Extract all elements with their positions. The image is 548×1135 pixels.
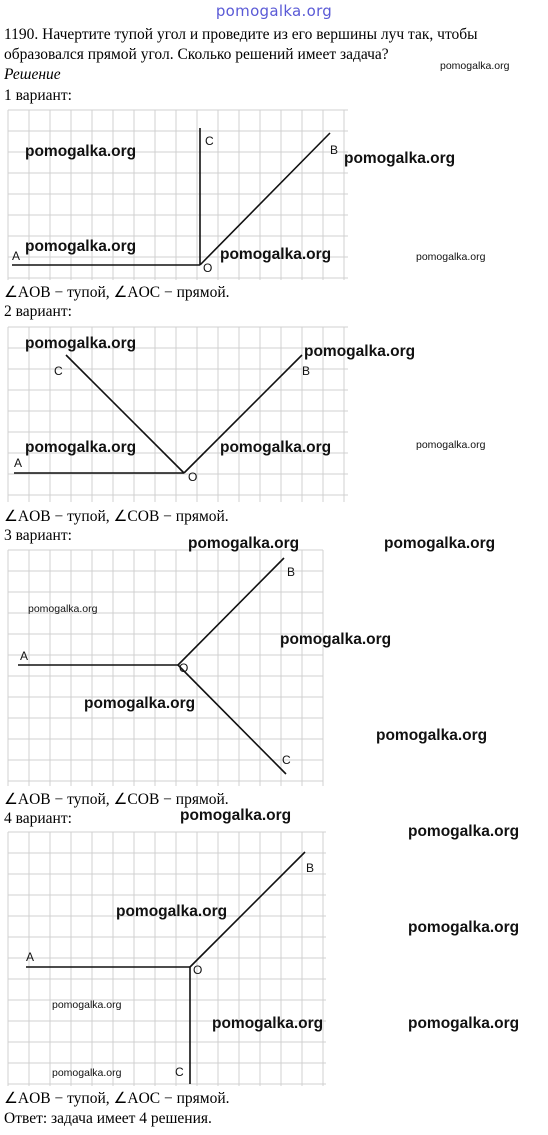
problem-text-line-1: 1190. Начертите тупой угол и проведите и… <box>4 26 478 43</box>
watermark: pomogalka.org <box>408 1015 520 1032</box>
watermark: pomogalka.org <box>25 335 137 352</box>
point-label-o: O <box>179 661 188 675</box>
point-label-o: O <box>193 963 202 977</box>
grid-lines <box>7 549 324 786</box>
grid-lines <box>7 109 348 280</box>
ray-oc <box>65 354 185 474</box>
watermark: pomogalka.org <box>440 60 510 72</box>
watermark: pomogalka.org <box>188 535 300 552</box>
watermark: pomogalka.org <box>180 807 292 824</box>
point-label-c: C <box>54 364 63 378</box>
point-label-a: A <box>12 249 20 263</box>
solution-label: Решение <box>4 66 61 83</box>
watermark: pomogalka.org <box>408 919 520 936</box>
answer-text: Ответ: задача имеет 4 решения. <box>4 1110 212 1127</box>
point-label-a: A <box>14 456 22 470</box>
variant-1-title: 1 вариант: <box>4 87 72 104</box>
variant-4-caption: ∠AOB − тупой, ∠AOC − прямой. <box>4 1090 230 1107</box>
watermark: pomogalka.org <box>416 439 486 451</box>
variant-1-figure: A O C B <box>7 109 348 280</box>
watermark: pomogalka.org <box>52 999 122 1011</box>
point-label-c: C <box>282 753 291 767</box>
watermark: pomogalka.org <box>344 150 456 167</box>
variant-4-figure: A O B C <box>7 831 326 1086</box>
point-label-a: A <box>20 649 28 663</box>
point-label-c: C <box>175 1065 184 1079</box>
point-label-b: B <box>330 143 338 157</box>
grid <box>8 327 348 502</box>
ray-oc <box>177 664 287 775</box>
watermark: pomogalka.org <box>25 143 137 160</box>
watermark: pomogalka.org <box>376 727 488 744</box>
watermark: pomogalka.org <box>416 251 486 263</box>
variant-2-figure: A O C B <box>7 326 348 502</box>
watermark: pomogalka.org <box>25 238 137 255</box>
grid-lines <box>7 831 326 1086</box>
ray-ob <box>177 557 285 666</box>
variant-2-title: 2 вариант: <box>4 303 72 320</box>
point-label-o: O <box>203 261 212 275</box>
watermark: pomogalka.org <box>212 1015 324 1032</box>
watermark: pomogalka.org <box>280 631 392 648</box>
watermark: pomogalka.org <box>28 603 98 615</box>
variant-3-caption: ∠AOB − тупой, ∠COB − прямой. <box>4 791 229 808</box>
ray-ob <box>183 354 303 474</box>
point-label-a: A <box>26 950 34 964</box>
point-label-b: B <box>302 364 310 378</box>
watermark: pomogalka.org <box>220 439 332 456</box>
variant-2-caption: ∠AOB − тупой, ∠COB − прямой. <box>4 508 229 525</box>
watermark: pomogalka.org <box>116 903 228 920</box>
variant-1-caption: ∠AOB − тупой, ∠AOC − прямой. <box>4 284 230 301</box>
ray-ob <box>199 132 331 266</box>
variant-3-figure: A O B C <box>7 549 324 786</box>
watermark: pomogalka.org <box>25 439 137 456</box>
watermark: pomogalka.org <box>220 246 332 263</box>
ray-ob <box>189 851 306 968</box>
watermark: pomogalka.org <box>408 823 520 840</box>
watermark: pomogalka.org <box>52 1067 122 1079</box>
grid <box>8 832 326 1086</box>
grid <box>8 550 323 786</box>
watermark: pomogalka.org <box>384 535 496 552</box>
watermark: pomogalka.org <box>304 343 416 360</box>
watermark: pomogalka.org <box>84 695 196 712</box>
point-label-o: O <box>188 470 197 484</box>
variant-3-title: 3 вариант: <box>4 527 72 544</box>
point-label-c: C <box>205 134 214 148</box>
variant-4-title: 4 вариант: <box>4 810 72 827</box>
site-header[interactable]: pomogalka.org <box>215 2 333 20</box>
point-label-b: B <box>306 861 314 875</box>
point-label-b: B <box>287 565 295 579</box>
problem-text-line-2: образовался прямой угол. Сколько решений… <box>4 46 389 63</box>
grid-lines <box>7 326 348 502</box>
